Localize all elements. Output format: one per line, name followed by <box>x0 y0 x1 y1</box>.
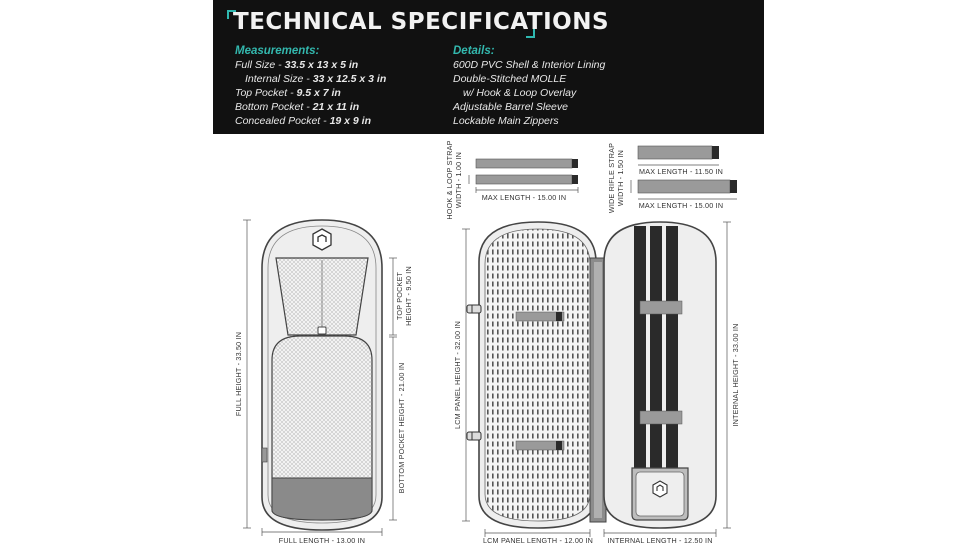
detail-item: Adjustable Barrel Sleeve <box>453 101 568 113</box>
closed-case-seam <box>267 225 377 524</box>
barrel-strap-2 <box>639 410 683 425</box>
logo-icon <box>652 480 668 498</box>
lcm-height-label: LCM PANEL HEIGHT - 32.00 IN <box>453 321 462 429</box>
measurement-item: Bottom Pocket - 21 x 11 in <box>235 100 386 114</box>
lcm-strap-1 <box>515 311 565 322</box>
full-height-label: FULL HEIGHT - 33.50 IN <box>234 332 243 416</box>
page-title: Technical Specifications <box>233 9 610 35</box>
measurement-label: Internal Size - <box>245 73 310 85</box>
detail-item: Lockable Main Zippers <box>453 115 559 127</box>
rifle-strap-2 <box>637 179 731 194</box>
measurement-item: Top Pocket - 9.5 x 7 in <box>235 86 386 100</box>
open-case-left-half <box>466 221 597 529</box>
rifle-strap-column-1 <box>634 226 646 470</box>
measurement-label: Bottom Pocket - <box>235 101 310 113</box>
rifle-strap-2-tab <box>730 180 737 193</box>
measurement-value: 21 x 11 in <box>312 101 360 113</box>
internal-length-label: INTERNAL LENGTH - 12.50 IN <box>607 536 712 545</box>
hook-strap-2-tab <box>572 175 578 184</box>
measurement-label: Concealed Pocket - <box>235 115 327 127</box>
rifle-strap-label-2: WIDTH - 1.50 IN <box>616 150 625 206</box>
hook-strap-1 <box>475 158 573 169</box>
rifle-strap-max-label-2: MAX LENGTH - 15.00 IN <box>639 201 723 210</box>
measurement-value: 33.5 x 13 x 5 in <box>284 59 359 71</box>
rifle-straps <box>630 145 737 200</box>
hook-strap-max-label: MAX LENGTH - 15.00 IN <box>482 193 566 202</box>
measurements-column: Measurements: Full Size - 33.5 x 13 x 5 … <box>235 44 386 128</box>
hook-strap-label-2: WIDTH - 1.00 IN <box>454 152 463 208</box>
barrel-strap-1 <box>639 300 683 315</box>
full-length-label: FULL LENGTH - 13.00 IN <box>279 536 365 545</box>
rifle-strap-max-label-1: MAX LENGTH - 11.50 IN <box>639 167 723 176</box>
detail-item: w/ Hook & Loop Overlay <box>463 87 577 99</box>
bottom-pocket-label: BOTTOM POCKET HEIGHT - 21.00 IN <box>397 363 406 494</box>
rifle-strap-column-2 <box>650 226 662 470</box>
top-pocket-label-2: HEIGHT - 9.50 IN <box>404 266 413 326</box>
internal-height-label: INTERNAL HEIGHT - 33.00 IN <box>731 323 740 426</box>
measurement-value: 33 x 12.5 x 3 in <box>312 73 387 85</box>
hook-loop-straps <box>468 158 579 193</box>
closed-case <box>261 219 383 531</box>
measurement-item: Internal Size - 33 x 12.5 x 3 in <box>235 72 386 86</box>
measurement-label: Full Size - <box>235 59 282 71</box>
top-pocket-label-1: TOP POCKET <box>395 272 404 320</box>
detail-item: Double-Stitched MOLLE <box>453 73 567 85</box>
logo-icon <box>312 228 332 251</box>
measurement-value: 9.5 x 7 in <box>296 87 341 99</box>
bottom-pocket-base <box>271 477 373 521</box>
open-case-dimensions <box>462 221 731 537</box>
open-case-right-half <box>603 221 717 529</box>
buckle-icon <box>466 431 482 441</box>
measurement-item: Concealed Pocket - 19 x 9 in <box>235 114 386 128</box>
top-pocket-pull <box>317 326 327 335</box>
hook-strap-1-tab <box>572 159 578 168</box>
hinge-inner <box>594 262 602 518</box>
measurement-value: 19 x 9 in <box>329 115 372 127</box>
details-column: Details: 600D PVC Shell & Interior Linin… <box>453 44 605 128</box>
buckle-icon <box>466 304 482 314</box>
title-bracket-left <box>227 10 236 19</box>
details-heading: Details: <box>453 45 495 57</box>
rifle-strap-column-3 <box>666 226 678 470</box>
lcm-panel <box>484 228 591 522</box>
hook-strap-2 <box>475 174 573 185</box>
title-bracket-right <box>526 29 535 38</box>
hook-strap-label-1: HOOK & LOOP STRAP <box>445 140 454 219</box>
measurement-label: Top Pocket - <box>235 87 294 99</box>
rifle-strap-1 <box>637 145 713 160</box>
lcm-strap-2 <box>515 440 565 451</box>
rifle-strap-1-tab <box>712 146 719 159</box>
left-dimensions <box>243 219 397 536</box>
spec-header: Technical Specifications Measurements: F… <box>213 0 764 134</box>
side-strap <box>261 447 268 463</box>
measurements-heading: Measurements: <box>235 45 320 57</box>
rifle-strap-label-1: WIDE RIFLE STRAP <box>607 143 616 213</box>
detail-item: 600D PVC Shell & Interior Lining <box>453 59 606 71</box>
measurement-item: Full Size - 33.5 x 13 x 5 in <box>235 58 386 72</box>
lcm-length-label: LCM PANEL LENGTH - 12.00 IN <box>483 536 593 545</box>
